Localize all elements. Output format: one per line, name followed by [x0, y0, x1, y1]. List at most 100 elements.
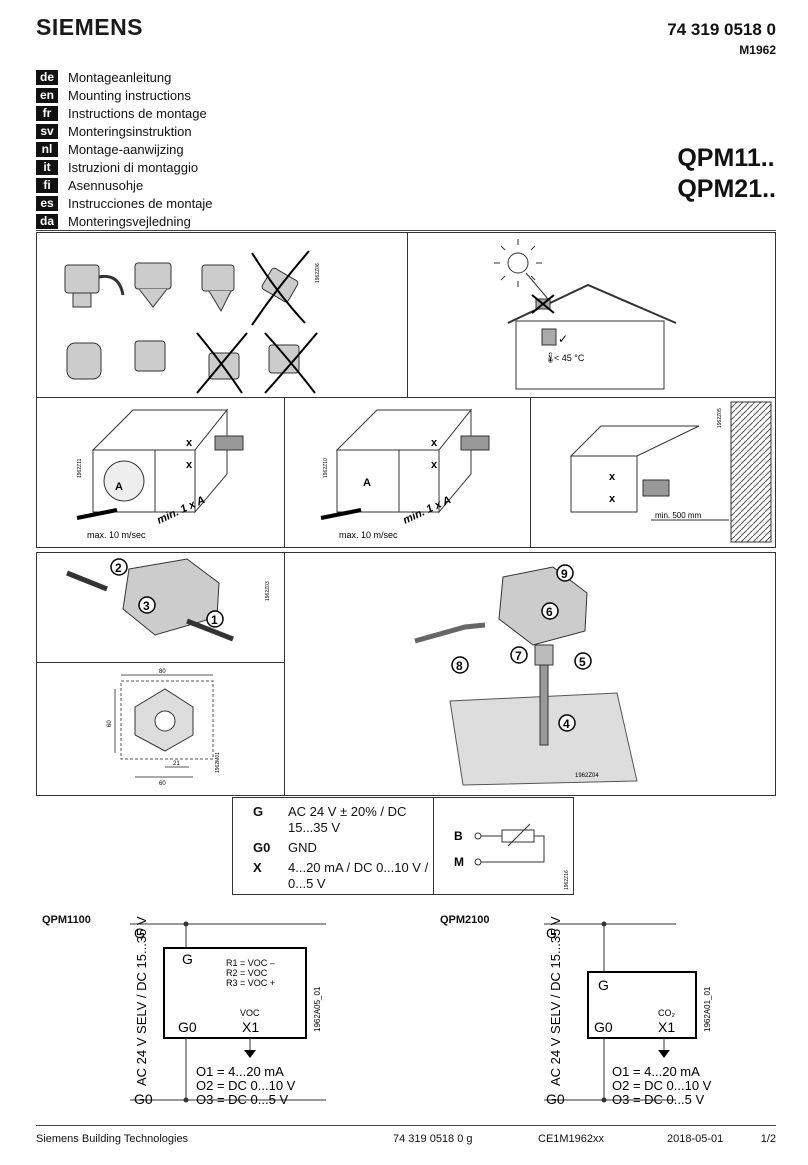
forbidden-cross — [531, 294, 555, 314]
forbidden-cross — [196, 332, 248, 394]
cable — [98, 274, 125, 296]
wiring-diagram: G G0 G G0 X1 CO₂ O1 = 4...20 mA O2 = DC … — [544, 916, 712, 1107]
temperature-limit: < 45 °C — [554, 353, 585, 363]
dimension-x: x — [431, 459, 438, 471]
drilling-template-figure: 80 60 21 60 1962M01 — [36, 662, 285, 796]
language-code: it — [36, 159, 58, 175]
step-number: 6 — [546, 605, 553, 619]
output-label: O1 = 4...20 mA — [196, 1064, 284, 1079]
forbidden-cross — [264, 332, 318, 394]
language-code: nl — [36, 141, 58, 157]
wall-distance-figure: x x min. 500 mm 1962Z05 — [530, 397, 776, 548]
bus-terminal-key: B — [454, 829, 463, 843]
sensor-housing — [122, 558, 220, 636]
terminal-g0: G0 — [546, 1091, 565, 1107]
figure-code: 1962Z11 — [77, 458, 83, 478]
wall — [730, 401, 772, 543]
schematic-qpm2100: QPM2100 G G0 G G0 X1 CO₂ O1 = 4...20 mA … — [436, 910, 776, 1110]
orientation-figure: 1962Z06 — [36, 232, 408, 398]
duct-top — [569, 425, 700, 457]
house-wall — [515, 320, 665, 390]
step-badge — [541, 602, 559, 620]
screwdriver — [186, 618, 234, 642]
duct-front — [336, 449, 400, 513]
step-badge — [110, 558, 128, 576]
box-terminal-g0: G0 — [594, 1019, 613, 1035]
bus-terminal-key: M — [454, 855, 464, 869]
figure-code: 1962M01 — [215, 752, 221, 773]
assembly-drawing: 9 6 7 5 8 4 1962Z04 — [414, 564, 638, 786]
installation-location-figure: ✓ 🌡 < 45 °C — [407, 232, 776, 398]
terminal-g: G — [546, 925, 557, 941]
step-number: 4 — [563, 717, 570, 731]
brand-logo: SIEMENS — [36, 14, 144, 40]
language-code: es — [36, 195, 58, 211]
duct-sensor — [214, 435, 244, 451]
sensor-stem — [534, 644, 554, 666]
step-number: 8 — [456, 659, 463, 673]
terminal-g: G — [134, 925, 145, 941]
language-label: Mounting instructions — [68, 87, 191, 103]
dimension-x: x — [186, 459, 193, 471]
terminal-value: AC 24 V ± 20% / DC 15...35 V — [288, 804, 407, 835]
language-code: en — [36, 87, 58, 103]
step-badge — [558, 714, 576, 732]
distance-label: min. 500 mm — [655, 511, 702, 520]
duct-plain-figure: x x A min. 1 x A max. 10 m/sec 1962Z10 — [284, 397, 531, 548]
box-terminal-g: G — [598, 977, 609, 993]
step-number: 7 — [515, 649, 522, 663]
flow-arrow — [76, 508, 118, 520]
figure-code: 1962A05_01 — [313, 986, 322, 1032]
figure-code: 1962Z06 — [315, 263, 321, 283]
output-label: O3 = DC 0...5 V — [196, 1092, 288, 1107]
duct-front — [570, 455, 638, 513]
language-label: Montageanleitung — [68, 69, 172, 85]
flow-arrow — [320, 508, 362, 520]
language-row: de Montageanleitung — [36, 68, 213, 86]
sensor-housing — [201, 264, 235, 292]
product-titles: QPM11.. QPM21.. — [677, 143, 776, 205]
dimension-width: 80 — [159, 669, 166, 675]
sensor-stem — [72, 292, 92, 308]
sensor-probe — [539, 664, 549, 746]
wall-drawing: x x min. 500 mm 1962Z05 — [569, 401, 772, 543]
duct-drawing: x x A min. 1 x A max. 10 m/sec 1962Z10 — [320, 408, 490, 540]
distance-label: min. 1 x A — [155, 494, 207, 527]
output-label: O2 = DC 0...10 V — [196, 1078, 296, 1093]
forbidden-cross — [251, 250, 310, 326]
box-terminal-g: G — [182, 951, 193, 967]
distance-label: min. 1 x A — [401, 494, 453, 527]
fan-icon — [103, 460, 145, 502]
figure-code: 1962Z16 — [564, 870, 570, 890]
box-terminal-x1: X1 — [658, 1019, 675, 1035]
dimension-a: A — [115, 481, 123, 493]
language-label: Monteringsinstruktion — [68, 123, 192, 139]
footer-company: Siemens Building Technologies — [36, 1133, 189, 1145]
center-hole — [154, 710, 176, 732]
output-arrow-icon — [244, 1050, 256, 1058]
wiring-diagram: G G0 G G0 X1 R1 = VOC – R2 = VOC R3 = VO… — [130, 916, 326, 1107]
dimension-x: x — [431, 437, 438, 449]
terminal-g0: G0 — [134, 1091, 153, 1107]
thermometer-icon: 🌡 — [544, 352, 557, 364]
language-list: de Montageanleitung en Mounting instructio… — [36, 68, 213, 230]
dimension-x: x — [186, 437, 193, 449]
dimension-a: A — [363, 477, 371, 489]
house-drawing: ✓ 🌡 < 45 °C — [494, 239, 677, 390]
dimension-inner: 21 — [173, 761, 180, 767]
footer-ce-ref: CE1M1962xx — [538, 1133, 605, 1145]
schematic-title: QPM1100 — [42, 914, 91, 926]
dimension-x: x — [609, 471, 616, 483]
language-code: de — [36, 69, 58, 85]
cable — [414, 622, 486, 644]
header-divider — [36, 230, 776, 231]
output-arrow-icon — [658, 1050, 670, 1058]
duct-drawing: x x A min. 1 x A max. 10 m/sec 1962Z11 — [76, 408, 244, 540]
assembly-figure: 9 6 7 5 8 4 1962Z04 — [284, 552, 776, 796]
language-label: Asennusohje — [68, 177, 144, 193]
sensor-housing — [64, 264, 100, 294]
